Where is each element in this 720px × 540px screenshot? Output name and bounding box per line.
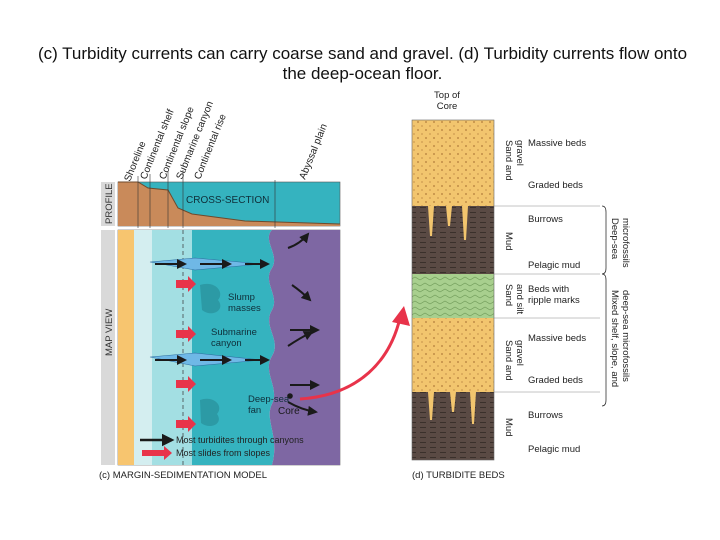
text-line: microfossils [620, 218, 631, 268]
bracket-lower [601, 273, 607, 407]
layer-label: Burrows [528, 214, 563, 225]
text-line: Sand [503, 284, 514, 306]
side-tabs: PROFILE MAP VIEW [101, 182, 115, 465]
lith-label-mud-2: Mud [503, 418, 514, 436]
profile-label: PROFILE [104, 183, 115, 224]
text-line: and silt [514, 284, 525, 314]
text-line: masses [228, 303, 261, 314]
core-marker [287, 393, 293, 399]
left-caption: (c) MARGIN-SEDIMENTATION MODEL [99, 470, 267, 481]
layer-label: Massive beds [528, 333, 586, 344]
turbidite-arrows [155, 232, 320, 416]
lith-label-sand-gravel-1: Sand andgravel [503, 140, 525, 181]
bracket-upper [601, 205, 607, 275]
slump-mass [200, 283, 221, 314]
text-line: Deep-sea [248, 394, 290, 405]
legend-red-label: Most slides from slopes [176, 448, 271, 458]
text-line: Sand and [503, 340, 514, 381]
text-line: Beds with [528, 284, 569, 295]
slide-arrows [176, 276, 196, 432]
red-arrow [176, 326, 196, 342]
diagonal-labels: Shoreline Continental shelf Continental … [123, 100, 330, 183]
text-line: Top of [434, 90, 460, 101]
layer-label: Graded beds [528, 375, 583, 386]
label-abyssal-plain: Abyssal plain [298, 122, 330, 181]
text-line: Core [437, 101, 458, 112]
title-line-2: the deep-ocean floor. [282, 64, 443, 83]
core-label: Core [278, 406, 300, 417]
layer-label: Burrows [528, 410, 563, 421]
text-line: gravel [514, 140, 525, 166]
text-line: Slump [228, 292, 255, 303]
layer-label: Pelagic mud [528, 444, 580, 455]
profile-section: CROSS-SECTION [117, 170, 341, 228]
legend-red-arrow [142, 446, 172, 460]
text-line: canyon [211, 338, 242, 349]
legend-black-label: Most turbidites through canyons [176, 435, 304, 445]
text-line: Deep-sea [609, 218, 620, 260]
text-line: Sand and [503, 140, 514, 181]
text-line: fan [248, 405, 261, 416]
bracket-label-deep-sea: Deep-seamicrofossils [609, 218, 631, 268]
red-arrow [176, 376, 196, 392]
core-to-column-arrow [299, 317, 402, 401]
slump-mass [200, 398, 220, 427]
layer-label: Massive beds [528, 138, 586, 149]
page-title: (c) Turbidity currents can carry coarse … [30, 44, 695, 84]
text-line: ripple marks [528, 295, 580, 306]
text-line: Mixed shelf, slope, and [609, 290, 620, 387]
abyssal-zone [268, 230, 340, 465]
red-arrow [176, 416, 196, 432]
bracket-label-mixed: Mixed shelf, slope, anddeep-sea microfos… [609, 290, 631, 387]
shelf-zone [134, 230, 152, 465]
text-line: Submarine [211, 327, 257, 338]
lith-label-mud-1: Mud [503, 232, 514, 250]
layer-label: Pelagic mud [528, 260, 580, 271]
legend: Most turbidites through canyons Most sli… [140, 433, 304, 460]
layer-label: Graded beds [528, 180, 583, 191]
text-line: gravel [514, 340, 525, 366]
lith-label-sand-gravel-2: Sand andgravel [503, 340, 525, 381]
map-view-label: MAP VIEW [104, 309, 115, 356]
cross-section-label: CROSS-SECTION [186, 195, 269, 206]
red-arrow [176, 276, 196, 292]
lith-label-sand-silt: Sandand silt [503, 284, 525, 314]
land-strip [118, 230, 134, 465]
text-line: deep-sea microfossils [620, 290, 631, 382]
core-to-column-arrowhead [392, 306, 410, 326]
title-line-1: (c) Turbidity currents can carry coarse … [37, 44, 688, 63]
right-caption: (d) TURBIDITE BEDS [412, 470, 505, 481]
